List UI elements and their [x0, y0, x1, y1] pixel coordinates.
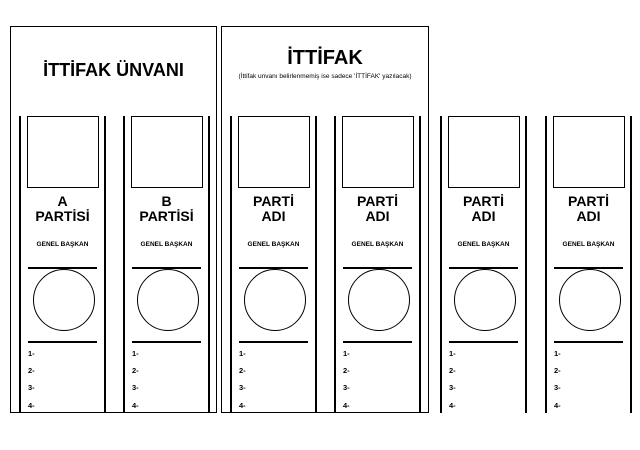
party-name-line2: PARTİSİ: [35, 208, 90, 224]
divider: [554, 267, 623, 269]
divider: [28, 267, 97, 269]
divider: [132, 267, 201, 269]
candidate-number: 3-: [132, 383, 139, 392]
vote-circle[interactable]: [348, 269, 410, 331]
candidate-number: 2-: [554, 366, 561, 375]
candidate-number: 4-: [554, 401, 561, 410]
party-logo-box: [342, 116, 414, 188]
candidate-number: 2-: [239, 366, 246, 375]
chair-label: GENEL BAŞKAN: [351, 241, 404, 248]
party-name-line2: ADI: [365, 208, 390, 224]
party-logo-box: [238, 116, 310, 188]
vote-circle[interactable]: [559, 269, 621, 331]
vote-circle[interactable]: [244, 269, 306, 331]
party-logo-box: [448, 116, 520, 188]
alliance-box-2: İTTİFAK (İttifak unvanı belirlenmemiş is…: [221, 26, 429, 413]
divider: [449, 341, 518, 343]
candidate-number: 3-: [343, 383, 350, 392]
vote-circle[interactable]: [33, 269, 95, 331]
divider: [28, 341, 97, 343]
party-logo-box: [27, 116, 99, 188]
party-name-line1: PARTİ: [357, 193, 398, 209]
chair-label: GENEL BAŞKAN: [457, 241, 510, 248]
party-name-line2: PARTİSİ: [139, 208, 194, 224]
divider: [449, 267, 518, 269]
party-name-line1: PARTİ: [568, 193, 609, 209]
candidate-number: 2-: [28, 366, 35, 375]
candidate-number: 3-: [449, 383, 456, 392]
divider: [343, 267, 412, 269]
chair-label: GENEL BAŞKAN: [247, 241, 300, 248]
alliance-title: İTTİFAK: [287, 47, 363, 69]
party-name-line1: PARTİ: [253, 193, 294, 209]
party-name-line1: B: [161, 193, 172, 209]
divider: [343, 341, 412, 343]
alliance-box-1: İTTİFAK ÜNVANI: [10, 26, 217, 413]
divider: [554, 341, 623, 343]
candidate-number: 1-: [449, 349, 456, 358]
candidate-number: 4-: [449, 401, 456, 410]
candidate-number: 3-: [239, 383, 246, 392]
candidate-number: 2-: [132, 366, 139, 375]
candidate-number: 1-: [343, 349, 350, 358]
party-name-line1: A: [57, 193, 68, 209]
candidate-number: 4-: [132, 401, 139, 410]
candidate-number: 1-: [132, 349, 139, 358]
alliance-note: (İttifak unvanı belirlenmemiş ise sadece…: [238, 73, 412, 80]
candidate-number: 4-: [343, 401, 350, 410]
candidate-number: 1-: [239, 349, 246, 358]
chair-label: GENEL BAŞKAN: [36, 241, 89, 248]
alliance-title: İTTİFAK ÜNVANI: [43, 60, 184, 80]
party-name-line2: ADI: [576, 208, 601, 224]
candidate-number: 4-: [239, 401, 246, 410]
chair-label: GENEL BAŞKAN: [562, 241, 615, 248]
vote-circle[interactable]: [454, 269, 516, 331]
candidate-number: 3-: [28, 383, 35, 392]
candidate-number: 2-: [449, 366, 456, 375]
party-name-line1: PARTİ: [463, 193, 504, 209]
party-name-line2: ADI: [471, 208, 496, 224]
divider: [239, 341, 308, 343]
candidate-number: 3-: [554, 383, 561, 392]
candidate-number: 1-: [554, 349, 561, 358]
candidate-number: 4-: [28, 401, 35, 410]
candidate-number: 1-: [28, 349, 35, 358]
divider: [132, 341, 201, 343]
divider: [239, 267, 308, 269]
candidate-number: 2-: [343, 366, 350, 375]
vote-circle[interactable]: [137, 269, 199, 331]
party-name-line2: ADI: [261, 208, 286, 224]
chair-label: GENEL BAŞKAN: [140, 241, 193, 248]
party-logo-box: [553, 116, 625, 188]
party-logo-box: [131, 116, 203, 188]
